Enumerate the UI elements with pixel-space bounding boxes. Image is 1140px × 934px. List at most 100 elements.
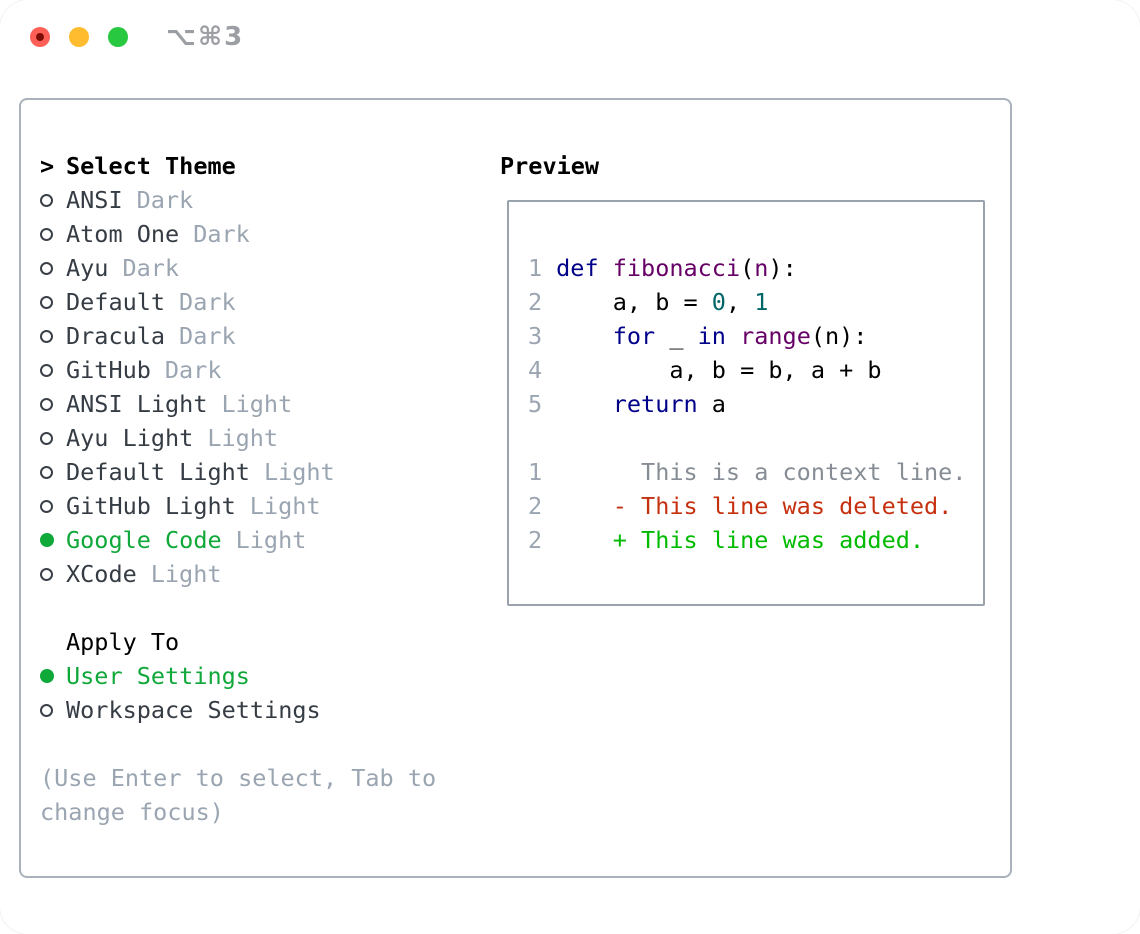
line-number: 5 (528, 390, 543, 418)
radio-icon (40, 567, 53, 581)
theme-name: Dracula (66, 322, 166, 350)
theme-item[interactable]: Ayu Dark (40, 251, 436, 285)
theme-variant: Dark (164, 356, 222, 384)
preview-title: Preview (500, 152, 600, 180)
theme-variant: Light (235, 526, 307, 554)
code-token: 0 (711, 288, 726, 316)
theme-item[interactable]: Default Dark (40, 285, 436, 319)
minimize-button[interactable] (69, 27, 89, 47)
theme-item[interactable]: Google Code Light (40, 523, 436, 557)
theme-item[interactable]: ANSI Light Light (40, 387, 436, 421)
unsaved-dot-icon (36, 33, 44, 41)
radio-selected-icon (40, 669, 54, 683)
apply-option[interactable]: Workspace Settings (40, 693, 436, 727)
radio-icon (40, 329, 53, 343)
diff-text: - This line was deleted. (556, 492, 953, 520)
code-token: a, b = (556, 288, 712, 316)
code-token: in (697, 322, 726, 350)
line-number: 3 (528, 322, 543, 350)
code-token (556, 322, 613, 350)
theme-name: Atom One (66, 220, 180, 248)
theme-variant: Light (221, 390, 293, 418)
radio-icon (40, 227, 53, 241)
help-text: (Use Enter to select, Tab to change focu… (40, 761, 436, 829)
code-token (556, 390, 613, 418)
theme-name: Google Code (66, 526, 222, 554)
theme-name: GitHub (66, 356, 151, 384)
theme-variant: Light (249, 492, 321, 520)
radio-icon (40, 703, 53, 717)
theme-item[interactable]: Ayu Light Light (40, 421, 436, 455)
picker-header: >Select Theme (40, 149, 436, 183)
code-line: 5 return a (528, 387, 966, 421)
diff-text: + This line was added. (556, 526, 925, 554)
help-line: change focus) (40, 798, 224, 826)
apply-option-label: User Settings (66, 662, 250, 690)
theme-variant: Dark (122, 254, 180, 282)
diff-text: This is a context line. (556, 458, 967, 486)
theme-item[interactable]: GitHub Dark (40, 353, 436, 387)
diff-line-deleted: 2 - This line was deleted. (528, 489, 966, 523)
close-button[interactable] (30, 27, 50, 47)
radio-icon (40, 431, 53, 445)
radio-icon (40, 499, 53, 513)
code-token: ( (740, 254, 755, 282)
theme-variant: Light (150, 560, 222, 588)
apply-to-header: Apply To (66, 628, 180, 656)
theme-name: Ayu Light (66, 424, 194, 452)
code-token (726, 322, 740, 350)
line-number: 2 (528, 526, 543, 554)
picker-title: Select Theme (66, 152, 236, 180)
theme-name: Default Light (66, 458, 250, 486)
code-token: , (725, 288, 755, 316)
code-token: (n): (810, 322, 868, 350)
line-number: 4 (528, 356, 543, 384)
diff-preview: 1 This is a context line.2 - This line w… (528, 455, 966, 557)
theme-item[interactable]: XCode Light (40, 557, 436, 591)
titlebar: ⌥⌘3 (0, 0, 1140, 74)
theme-item[interactable]: Dracula Dark (40, 319, 436, 353)
help-line: (Use Enter to select, Tab to (40, 764, 437, 792)
code-line: 4 a, b = b, a + b (528, 353, 966, 387)
code-line: 3 for _ in range(n): (528, 319, 966, 353)
theme-name: XCode (66, 560, 137, 588)
radio-selected-icon (40, 533, 54, 547)
theme-item[interactable]: Atom One Dark (40, 217, 436, 251)
radio-icon (40, 261, 53, 275)
theme-variant: Dark (193, 220, 250, 248)
theme-name: Ayu (66, 254, 109, 282)
line-number: 1 (528, 254, 543, 282)
code-token: n (754, 254, 769, 282)
code-token: 1 (754, 288, 769, 316)
code-token: return (612, 390, 698, 418)
radio-icon (40, 465, 53, 479)
theme-variant: Dark (179, 322, 236, 350)
theme-variant: Dark (136, 186, 194, 214)
theme-name: Default (66, 288, 166, 316)
window-title: ⌥⌘3 (166, 22, 245, 52)
line-number: 2 (528, 288, 543, 316)
theme-variant: Dark (179, 288, 236, 316)
diff-line-context: 1 This is a context line. (528, 455, 966, 489)
code-token: def (556, 254, 599, 282)
line-number: 2 (528, 492, 543, 520)
zoom-button[interactable] (108, 27, 128, 47)
theme-name: ANSI Light (66, 390, 208, 418)
code-token: for (612, 322, 656, 350)
apply-option[interactable]: User Settings (40, 659, 436, 693)
apply-option-label: Workspace Settings (66, 696, 321, 724)
code-token: _ (655, 322, 698, 350)
theme-variant: Light (207, 424, 279, 452)
radio-icon (40, 363, 53, 377)
line-number: 1 (528, 458, 543, 486)
